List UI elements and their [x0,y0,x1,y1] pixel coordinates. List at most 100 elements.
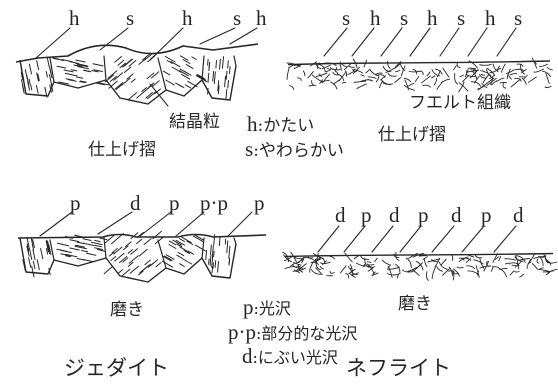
hatch-stroke [111,257,116,261]
grain-divider [104,56,106,80]
leader-line [318,226,339,252]
fiber-stroke [375,258,378,262]
fiber-stroke [366,69,371,73]
hatch-stroke [65,73,77,76]
marker-label: d [130,193,141,214]
hatch-stroke [163,71,170,75]
hatch-stroke [211,245,212,255]
fiber-stroke [432,267,436,279]
fiber-stroke [406,258,412,268]
fiber-stroke [320,266,324,269]
grain-divider [104,238,106,258]
crystal-grain [105,53,160,99]
fiber-stroke [330,271,335,273]
hatch-stroke [145,260,150,265]
nephrite-polish-section [282,226,557,281]
fiber-stroke [394,77,400,82]
legend-text: にぶい光沢 [258,348,338,367]
hatch-stroke [182,237,191,242]
fiber-stroke [367,264,374,265]
marker-label: s [233,8,241,29]
fiber-stroke [517,64,524,66]
legend-hard: h:かたい [247,114,314,135]
hatch-stroke [95,248,103,250]
marker-label: h [370,8,381,29]
hatch-stroke [29,248,32,260]
marker-label: d [335,205,346,226]
hatch-stroke [226,90,227,100]
hatch-stroke [147,73,154,79]
marker-label: h [256,8,267,29]
fiber-stroke [443,68,450,78]
fiber-stroke [427,271,429,280]
leader-line [228,212,252,236]
fiber-stroke [483,75,488,83]
hatch-stroke [131,249,138,255]
fiber-stroke [427,72,431,77]
hatch-stroke [210,256,211,266]
hatch-stroke [83,260,93,262]
legend-text: 光沢 [259,299,291,318]
hatch-stroke [61,250,72,252]
fiber-stroke [512,265,516,266]
fiber-stroke [534,69,544,72]
crystal-grain-label: 結晶粒 [169,114,220,131]
hatch-stroke [213,72,214,82]
hatch-stroke [93,64,103,66]
hatch-stroke [216,61,217,68]
hatch-stroke [188,81,197,86]
nephrite-title: ネフライト [346,358,451,379]
leader-line [372,226,393,252]
fiber-stroke [504,259,516,260]
hatch-stroke [150,260,157,266]
hatch-stroke [186,65,193,69]
legend-key: s [245,137,253,161]
fiber-stroke [380,81,383,88]
hatch-stroke [137,93,143,98]
hatch-stroke [180,264,185,267]
hatch-stroke [227,241,228,253]
legend-text: 部分的な光沢 [261,324,357,343]
leader-line [468,28,487,56]
marker-label: p·p [200,193,228,214]
fiber-stroke [465,70,467,77]
marker-label: h [69,8,80,29]
fiber-stroke [398,273,400,278]
marker-label: p [169,193,180,214]
hatch-stroke [209,259,210,264]
fiber-stroke [361,80,373,82]
hatch-stroke [139,249,147,256]
leader-line [440,28,459,56]
leader-line [200,28,235,44]
jadeite-finish-grind-caption: 仕上げ摺 [88,142,156,159]
fiber-stroke [471,82,481,87]
hatch-stroke [31,238,32,244]
hatch-stroke [105,75,114,82]
hatch-stroke [37,61,39,70]
fiber-stroke [312,80,314,85]
hatch-stroke [82,251,88,252]
hatch-stroke [183,60,190,64]
fiber-stroke [506,70,514,74]
hatch-stroke [156,263,161,267]
fiber-stroke [303,71,305,76]
fiber-stroke [505,263,510,264]
jadeite-polish-section [18,212,266,282]
fiber-stroke [514,272,520,273]
fiber-stroke [423,257,428,260]
leader-line [36,28,70,58]
hatch-stroke [130,266,138,273]
fiber-stroke [376,73,383,74]
fiber-stroke [345,274,348,278]
fiber-stroke [455,73,458,84]
hatch-stroke [83,243,94,245]
fiber-stroke [502,64,506,73]
marker-label: s [514,8,522,29]
hatch-stroke [229,259,230,265]
fiber-stroke [532,263,538,269]
legend-soft: s:やわらかい [245,139,344,160]
leader-line [352,28,374,56]
marker-label: p [481,205,492,226]
legend-text: やわらかい [259,141,344,161]
hatch-stroke [162,261,172,267]
